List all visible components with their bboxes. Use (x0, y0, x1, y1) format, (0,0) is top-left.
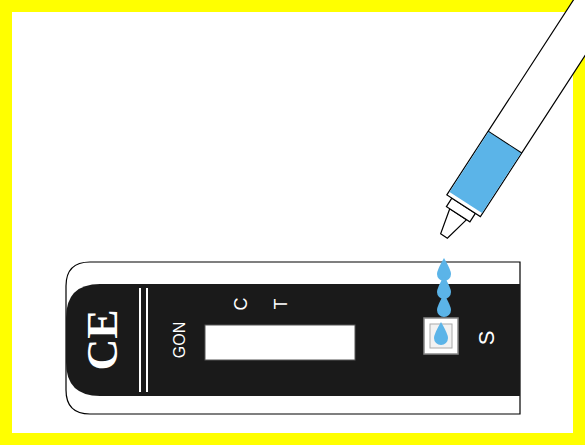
sample-drops (434, 258, 451, 345)
control-line-label: C (231, 298, 249, 311)
ce-mark: CE (81, 309, 125, 370)
sample-well (424, 318, 458, 354)
dropper (427, 0, 585, 247)
yellow-frame (6, 6, 579, 439)
sample-well-label: S (476, 331, 498, 346)
divider-line (146, 288, 148, 392)
test-line-label: T (271, 299, 289, 310)
product-code: GON (172, 322, 188, 358)
divider-line (139, 288, 141, 392)
cassette-band (66, 284, 520, 396)
result-window (205, 325, 355, 360)
cassette-outline (66, 262, 520, 414)
